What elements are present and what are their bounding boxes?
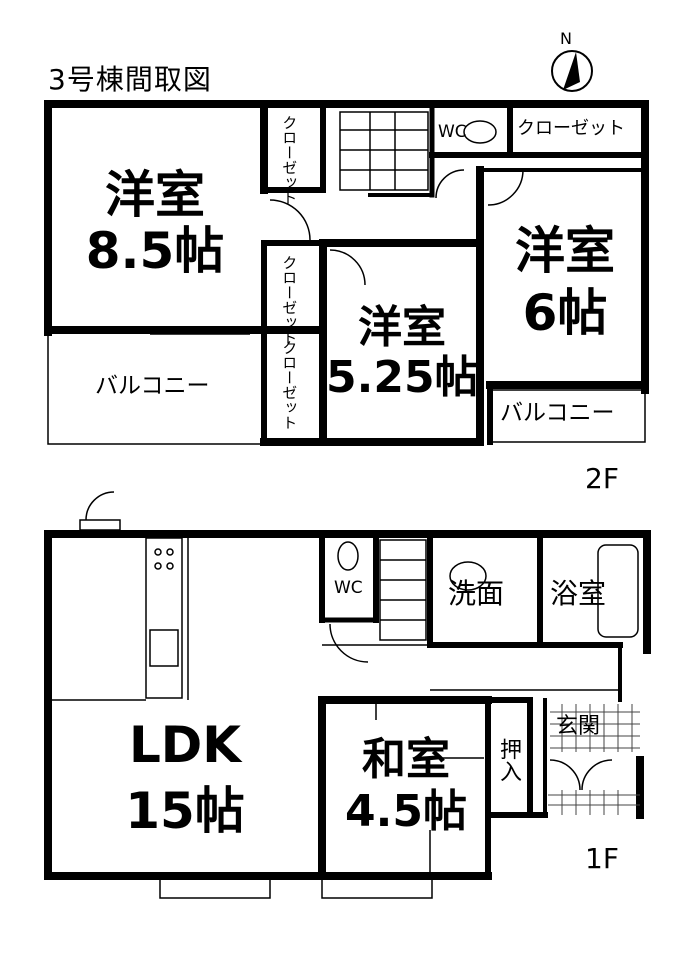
room-japanese-size: 4.5帖: [345, 786, 467, 837]
room-western-525-name: 洋室: [358, 302, 446, 353]
room-western-6-size: 6帖: [522, 284, 608, 342]
closet-top-label: クローゼット: [517, 118, 625, 139]
entrance-tile-pattern: [548, 704, 640, 815]
closet-label-1: クローゼット: [280, 115, 299, 205]
washroom-label: 洗面: [448, 577, 505, 610]
closet-label-2: クローゼット: [280, 255, 299, 345]
room-ldk-name: LDK: [128, 716, 242, 774]
wc-2f-label: WC: [438, 122, 467, 142]
room-western-525-size: 5.25帖: [326, 352, 479, 403]
entrance-label: 玄関: [556, 714, 601, 739]
balcony-left-label: バルコニー: [95, 373, 210, 399]
wc-1f-label: WC: [334, 578, 363, 598]
compass-north-label: N: [560, 29, 572, 48]
second-floor-thin-lines: [45, 111, 649, 445]
oshiire-label: 押入: [496, 738, 521, 782]
floor-label-1f: 1F: [585, 842, 619, 875]
room-western-6-name: 洋室: [515, 222, 615, 280]
compass-icon: N: [551, 29, 593, 92]
floor-label-2f: 2F: [585, 462, 619, 495]
first-floor-walls: [44, 530, 651, 880]
plan-title: 3号棟間取図: [48, 63, 212, 96]
room-japanese-name: 和室: [362, 734, 450, 785]
bathroom-label: 浴室: [550, 577, 607, 610]
balcony-right-label: バルコニー: [500, 400, 615, 426]
room-western-85-name: 洋室: [105, 166, 205, 224]
room-western-85-size: 8.5帖: [85, 222, 225, 280]
first-floor-thin-lines: [45, 491, 649, 899]
closet-label-3: クローゼット: [280, 340, 299, 430]
room-ldk-size: 15帖: [125, 782, 245, 840]
